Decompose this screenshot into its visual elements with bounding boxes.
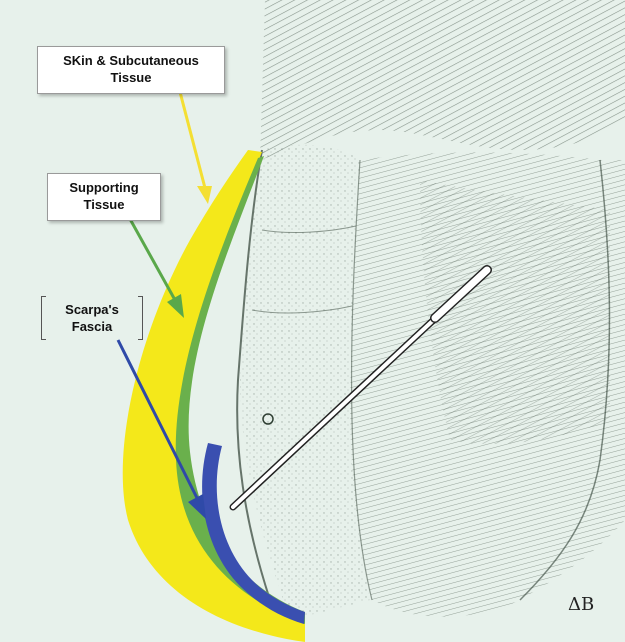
skin-label: SKin & Subcutaneous Tissue	[37, 46, 225, 94]
skin-label-line1: SKin & Subcutaneous	[38, 47, 224, 69]
signature: ΔB	[568, 594, 594, 615]
supporting-label: Supporting Tissue	[47, 173, 161, 221]
scarpa-label-line2: Fascia	[41, 318, 143, 335]
skin-label-line2: Tissue	[38, 69, 224, 86]
supporting-label-line2: Tissue	[48, 196, 160, 213]
supporting-label-line1: Supporting	[48, 174, 160, 196]
bracket-right	[138, 296, 143, 340]
scarpa-label: Scarpa's Fascia	[41, 296, 143, 340]
skin-arrow	[180, 92, 212, 204]
abdominal-muscle-sketch	[237, 0, 625, 620]
bracket-left	[41, 296, 46, 340]
scarpa-label-line1: Scarpa's	[41, 296, 143, 318]
